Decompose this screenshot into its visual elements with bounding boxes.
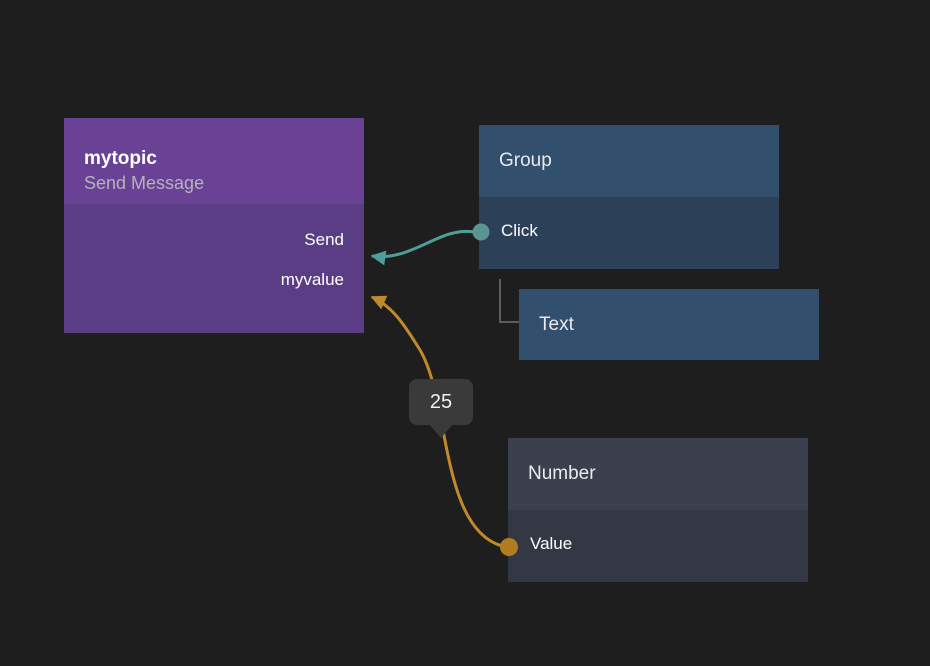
value-badge-text: 25 — [429, 390, 453, 413]
node-text-title: Text — [539, 313, 574, 335]
node-mytopic-body: Send myvalue — [64, 204, 364, 333]
node-mytopic[interactable]: mytopic Send Message Send myvalue — [64, 118, 364, 333]
port-row-myvalue[interactable]: myvalue — [64, 260, 364, 300]
port-label-value: Value — [530, 534, 573, 553]
node-number-header: Number — [508, 438, 808, 510]
port-row-send[interactable]: Send — [64, 220, 364, 260]
node-text-header: Text — [519, 289, 819, 360]
port-label-click: Click — [501, 221, 538, 240]
port-label-send: Send — [304, 230, 344, 249]
node-text[interactable]: Text — [519, 289, 819, 360]
port-label-myvalue: myvalue — [280, 270, 344, 289]
value-badge: 25 — [409, 379, 473, 425]
group-child-bracket — [499, 279, 521, 323]
port-row-value[interactable]: Value — [508, 524, 808, 564]
node-number-body: Value — [508, 510, 808, 582]
edge-click-to-send — [370, 229, 475, 266]
node-group[interactable]: Group Click — [479, 125, 779, 269]
node-group-header: Group — [479, 125, 779, 197]
node-group-title: Group — [499, 150, 552, 171]
node-number[interactable]: Number Value — [508, 438, 808, 582]
port-row-click[interactable]: Click — [479, 211, 779, 251]
node-group-body: Click — [479, 197, 779, 269]
node-mytopic-header: mytopic Send Message — [64, 118, 364, 204]
node-mytopic-subtitle: Send Message — [84, 173, 205, 193]
node-mytopic-title: mytopic — [84, 148, 157, 169]
value-badge-tail — [429, 424, 453, 438]
node-number-title: Number — [528, 463, 596, 484]
